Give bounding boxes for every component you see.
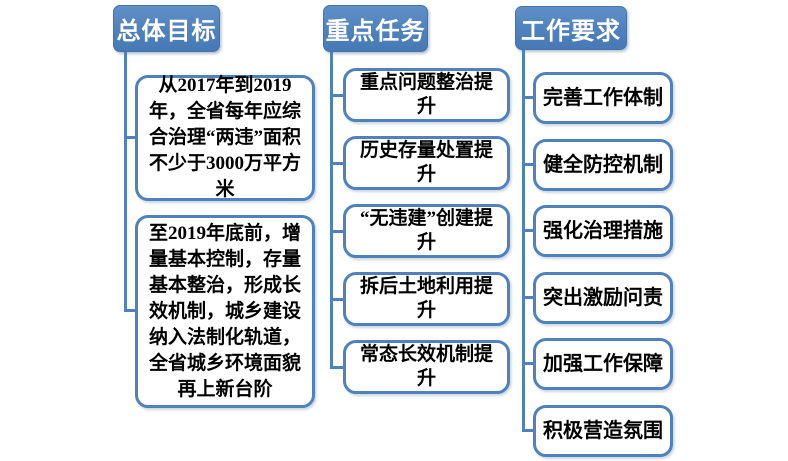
connector-stub [124,136,137,139]
connector-stub [124,309,137,312]
connector-stub [330,230,345,233]
connector-trunk-col1 [124,52,127,312]
connector-stub [522,96,535,99]
requirement-item: 突出激励问责 [533,272,673,324]
connector-stub [522,296,535,299]
connector-stub [330,162,345,165]
connector-stub [522,163,535,166]
connector-stub [522,362,535,365]
connector-trunk-col3 [522,50,525,432]
task-item: 重点问题整治提升 [343,68,510,122]
connector-trunk-col2 [330,52,333,368]
requirement-item: 完善工作体制 [533,72,673,124]
connector-stub [522,429,535,432]
task-item: 历史存量处置提升 [343,136,510,190]
requirement-item: 加强工作保障 [533,338,673,390]
header-overall-goal: 总体目标 [113,5,220,52]
task-item: 常态长效机制提升 [343,340,510,394]
task-item: 拆后土地利用提升 [343,272,510,326]
goal-item: 至2019年底前，增量基本控制，存量基本整治，形成长效机制，城乡建设纳入法制化轨… [135,215,315,408]
connector-stub [522,229,535,232]
connector-stub [330,94,345,97]
connector-stub [330,366,345,369]
header-key-tasks: 重点任务 [323,5,428,52]
connector-stub [330,298,345,301]
task-item: “无违建”创建提升 [343,204,510,258]
requirement-item: 健全防控机制 [533,139,673,191]
header-work-requirements: 工作要求 [515,6,627,50]
requirement-item: 积极营造氛围 [533,405,673,457]
requirement-item: 强化治理措施 [533,205,673,257]
goal-item: 从2017年到2019年，全省每年应综合治理“两违”面积不少于3000万平方米 [135,75,315,201]
